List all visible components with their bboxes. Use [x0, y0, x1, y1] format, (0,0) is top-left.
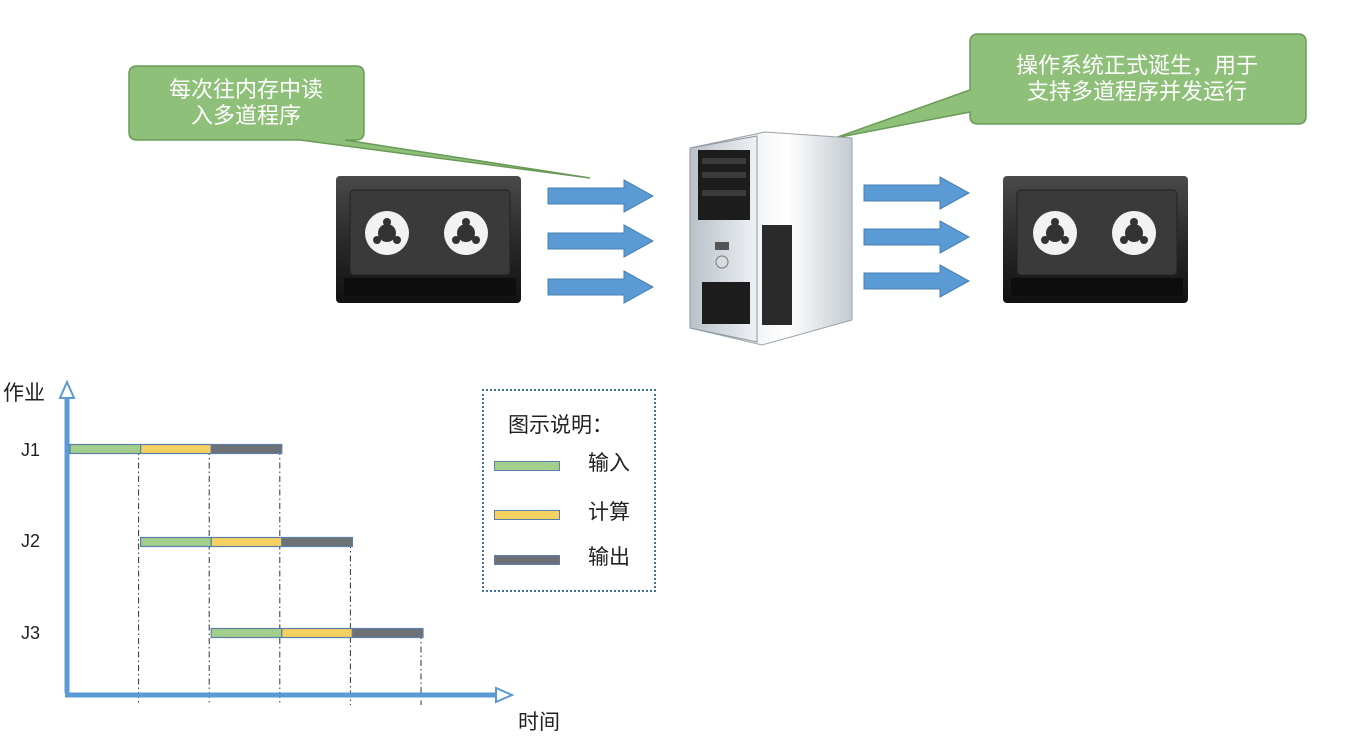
callout-right [834, 33, 1307, 139]
job-label-j2: J2 [21, 531, 41, 551]
y-axis-arrowhead [58, 379, 76, 399]
gantt-axes [58, 379, 515, 704]
right-arrow-icon [863, 264, 971, 298]
y-axis-label: 作业 [3, 381, 45, 405]
tower-computer-icon [689, 131, 853, 346]
system-illustration [128, 33, 1307, 346]
legend-title: 图示说明： [508, 413, 613, 437]
gantt-bar-j3-2 [281, 627, 353, 639]
gantt-bars [69, 443, 424, 639]
legend-label-output: 输出 [588, 545, 630, 569]
legend-label-input: 输入 [588, 451, 630, 475]
right-arrow-icon [863, 220, 971, 254]
gantt-bar-j2-3 [281, 536, 353, 548]
gantt-bar-j2-1 [140, 536, 212, 548]
gantt-bar-j3-3 [351, 627, 424, 639]
gantt-bar-j1-2 [140, 443, 212, 455]
legend: 图示说明： 输入 计算 输出 [482, 389, 656, 592]
legend-label-compute: 计算 [588, 500, 630, 524]
right-arrow-icon [547, 270, 655, 304]
tape-drive-icon [336, 176, 521, 303]
x-axis-label: 时间 [518, 710, 560, 734]
tape-drive-icon [1003, 176, 1188, 303]
gantt-bar-j1-3 [210, 443, 283, 455]
callout-right-text: 操作系统正式诞生，用于 支持多道程序并发运行 [972, 54, 1302, 106]
input-arrows [547, 179, 655, 304]
gantt-chart [58, 379, 515, 705]
right-arrow-icon [863, 176, 971, 210]
legend-swatch-input [494, 461, 560, 471]
job-label-j1: J1 [21, 440, 41, 460]
callout-left [128, 65, 591, 179]
callout-left-line-2: 入多道程序 [190, 104, 301, 129]
right-arrow-icon [547, 224, 655, 258]
output-arrows [863, 176, 971, 298]
callout-right-line-2: 支持多道程序并发运行 [1026, 80, 1247, 105]
job-label-j3: J3 [21, 623, 41, 643]
legend-swatch-compute [494, 510, 560, 520]
callout-left-line-1: 每次往内存中读 [168, 78, 323, 103]
callout-right-line-1: 操作系统正式诞生，用于 [1015, 54, 1258, 79]
gantt-bar-j1-1 [69, 443, 142, 455]
gantt-bar-j3-1 [210, 627, 283, 639]
right-arrow-icon [547, 179, 655, 213]
legend-swatch-output [494, 555, 560, 565]
callout-left-text: 每次往内存中读 入多道程序 [131, 78, 361, 130]
gantt-bar-j2-2 [210, 536, 283, 548]
gantt-grid [138, 449, 422, 705]
x-axis-arrowhead [495, 686, 515, 704]
